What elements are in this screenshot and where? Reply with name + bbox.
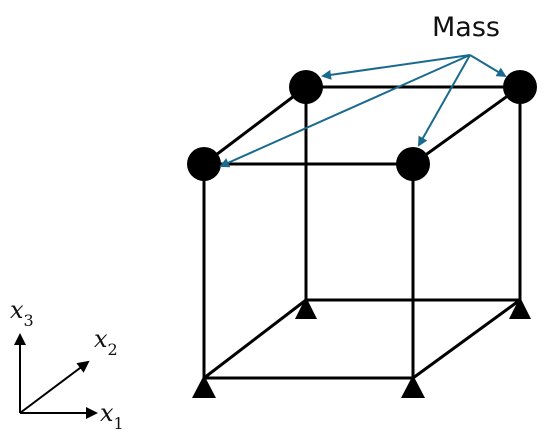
axis-x2-arrow [19,360,90,414]
mass-front-left [187,147,221,181]
mass-back-right [503,70,537,104]
mass-pointer-arrows [219,54,507,168]
axis-x2-label: x2 [94,325,118,359]
mass-label: Mass [432,12,500,43]
pointer-arrow-back-left [321,54,471,80]
frame-members [202,85,522,380]
support-back-left [295,297,317,319]
beam-top-left [203,85,307,166]
mass-front-right [396,147,430,181]
beam-bottom-right [412,298,521,380]
support-front-right [401,375,425,398]
axis-x1-label: x1 [100,399,124,433]
support-front-left [192,375,216,398]
beam-bottom-left [203,298,307,380]
beam-top-right [412,85,521,166]
supports [192,297,531,398]
coordinate-axes [14,333,98,419]
masses [187,70,537,181]
axis-x3-label: x3 [10,296,34,330]
support-back-right [509,297,531,319]
pointer-arrow-front-left [219,54,471,168]
mass-back-left [289,70,323,104]
pointer-arrow-back-right [469,54,507,78]
pointer-arrow-front-right [418,54,471,147]
